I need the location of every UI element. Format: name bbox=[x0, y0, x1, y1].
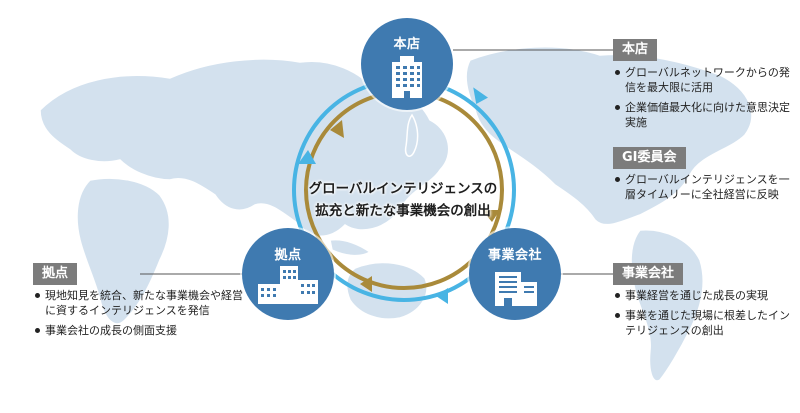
callout-gi-title: GI委員会 bbox=[613, 147, 686, 169]
factory-building-icon bbox=[495, 272, 537, 306]
list-item: グローバルインテリジェンスを一層タイムリーに全社経営に反映 bbox=[613, 172, 795, 202]
africa-landmass bbox=[76, 177, 171, 325]
arrow-gold-2 bbox=[360, 276, 372, 292]
callout-company-list: 事業経営を通じた成長の実現 事業を通じた現場に根差したインテリジェンスの創出 bbox=[613, 288, 795, 343]
callout-base-title: 拠点 bbox=[33, 263, 78, 285]
arrow-blue-1 bbox=[473, 87, 488, 105]
sea-islands bbox=[329, 238, 372, 257]
center-message: グローバルインテリジェンスの 拡充と新たな事業機会の創出 bbox=[296, 178, 510, 222]
office-building-icon bbox=[392, 56, 422, 98]
node-company: 事業会社 bbox=[469, 228, 561, 320]
arrow-gold-1 bbox=[330, 120, 344, 138]
node-hq: 本店 bbox=[361, 18, 453, 110]
callout-company-title: 事業会社 bbox=[613, 263, 684, 285]
callout-hq-list: グローバルネットワークからの発信を最大限に活用 企業価値最大化に向けた意思決定実… bbox=[613, 65, 793, 135]
arrow-gold-3 bbox=[482, 210, 500, 222]
australia-landmass bbox=[345, 261, 428, 320]
list-item: グローバルネットワークからの発信を最大限に活用 bbox=[613, 65, 793, 95]
arrow-blue-2 bbox=[436, 288, 448, 304]
list-item: 事業を通じた現場に根差したインテリジェンスの創出 bbox=[613, 308, 795, 338]
list-item: 事業経営を通じた成長の実現 bbox=[613, 288, 795, 303]
japan-landmass bbox=[404, 113, 419, 157]
node-base-label: 拠点 bbox=[274, 248, 302, 263]
center-message-line1: グローバルインテリジェンスの bbox=[308, 181, 498, 197]
node-company-label: 事業会社 bbox=[487, 248, 542, 263]
callout-base-list: 現地知見を統合、新たな事業機会や経営に資するインテリジェンスを発信 事業会社の成… bbox=[33, 288, 248, 343]
center-message-line2: 拡充と新たな事業機会の創出 bbox=[315, 203, 491, 219]
list-item: 現地知見を統合、新たな事業機会や経営に資するインテリジェンスを発信 bbox=[33, 288, 248, 318]
eurasia-landmass bbox=[39, 58, 450, 237]
node-base: 拠点 bbox=[242, 228, 334, 320]
list-item: 事業会社の成長の側面支援 bbox=[33, 323, 248, 338]
callout-hq-title: 本店 bbox=[613, 39, 658, 61]
arrow-blue-3 bbox=[298, 150, 316, 164]
callout-gi-list: グローバルインテリジェンスを一層タイムリーに全社経営に反映 bbox=[613, 172, 795, 207]
node-hq-label: 本店 bbox=[393, 37, 421, 52]
branch-buildings-icon bbox=[258, 266, 318, 304]
list-item: 企業価値最大化に向けた意思決定実施 bbox=[613, 100, 793, 130]
